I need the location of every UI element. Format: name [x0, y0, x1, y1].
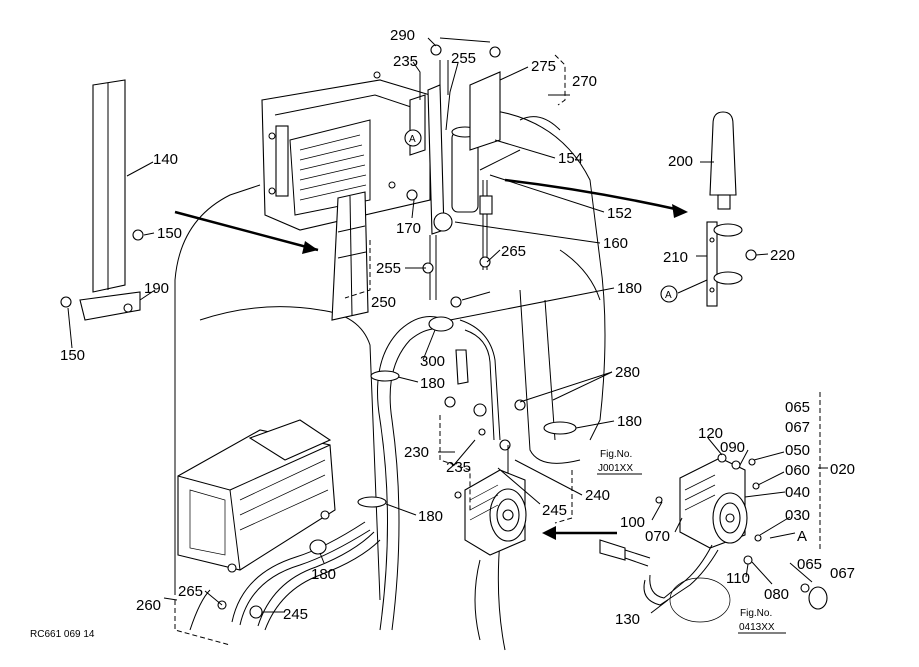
label-180-d: 180	[418, 508, 443, 525]
svg-text:Fig.No.: Fig.No.	[600, 449, 632, 460]
label-150: 150	[157, 225, 182, 242]
label-067: 067	[785, 419, 810, 436]
label-050: 050	[785, 442, 810, 459]
evaporator-unit	[261, 71, 431, 231]
label-150-lower: 150	[60, 347, 85, 364]
leader-lines	[67, 37, 828, 614]
label-250: 250	[371, 294, 396, 311]
fig-ref-j001: Fig.No. J001XX	[597, 449, 642, 475]
label-245: 245	[542, 502, 567, 519]
label-180: 180	[617, 280, 642, 297]
label-235-b: 235	[446, 459, 471, 476]
label-265-b: 265	[178, 583, 203, 600]
label-152: 152	[607, 205, 632, 222]
label-180-e: 180	[311, 566, 336, 583]
label-065-b: 065	[797, 556, 822, 573]
label-270: 270	[572, 73, 597, 90]
label-060: 060	[785, 462, 810, 479]
label-290: 290	[390, 27, 415, 44]
label-154: 154	[558, 150, 583, 167]
svg-text:J001XX: J001XX	[598, 463, 633, 474]
hoses	[231, 316, 577, 631]
label-275: 275	[531, 58, 556, 75]
label-245-b: 245	[283, 606, 308, 623]
label-235: 235	[393, 53, 418, 70]
svg-text:0413XX: 0413XX	[739, 622, 775, 633]
part-labels: 290 235 255 275 270 140 150 190 150 154 …	[60, 27, 855, 628]
label-030: 030	[785, 507, 810, 524]
label-255: 255	[451, 50, 476, 67]
label-020: 020	[830, 461, 855, 478]
label-067-b: 067	[830, 565, 855, 582]
label-190: 190	[144, 280, 169, 297]
label-110: 110	[726, 570, 750, 587]
bracket-250	[331, 191, 369, 321]
label-040: 040	[785, 484, 810, 501]
label-230: 230	[404, 444, 429, 461]
callout-a-upper: A	[404, 129, 422, 147]
fig-ref-0413: Fig.No. 0413XX	[738, 608, 786, 634]
label-a: A	[797, 528, 807, 545]
label-070: 070	[645, 528, 670, 545]
v-belt	[599, 539, 731, 623]
label-160: 160	[603, 235, 628, 252]
diagram-id: RC661 069 14	[30, 629, 95, 640]
svg-text:Fig.No.: Fig.No.	[740, 608, 772, 619]
label-090: 090	[720, 439, 745, 456]
label-130: 130	[615, 611, 640, 628]
cab-frame	[174, 109, 606, 651]
receiver-drier-200	[709, 111, 737, 210]
label-255-lower: 255	[376, 260, 401, 277]
heater-unit	[177, 419, 336, 619]
label-140: 140	[153, 151, 178, 168]
bracket-210	[706, 221, 757, 307]
svg-text:A: A	[665, 290, 672, 301]
label-170: 170	[396, 220, 421, 237]
flow-arrows	[174, 178, 688, 540]
label-240: 240	[585, 487, 610, 504]
label-210: 210	[663, 249, 688, 266]
label-280: 280	[615, 364, 640, 381]
dashed-groupings	[174, 54, 821, 646]
label-180-b: 180	[420, 375, 445, 392]
svg-text:A: A	[409, 134, 416, 145]
label-260: 260	[136, 597, 161, 614]
compressor-installed	[454, 469, 527, 556]
bracket-140	[60, 79, 144, 321]
label-080: 080	[764, 586, 789, 603]
label-065: 065	[785, 399, 810, 416]
compressor-assembly	[655, 453, 828, 610]
label-180-c: 180	[617, 413, 642, 430]
label-265: 265	[501, 243, 526, 260]
label-300: 300	[420, 353, 445, 370]
callout-a-bracket: A	[660, 285, 678, 303]
label-200: 200	[668, 153, 693, 170]
label-120: 120	[698, 425, 723, 442]
label-220: 220	[770, 247, 795, 264]
label-100: 100	[620, 514, 645, 531]
